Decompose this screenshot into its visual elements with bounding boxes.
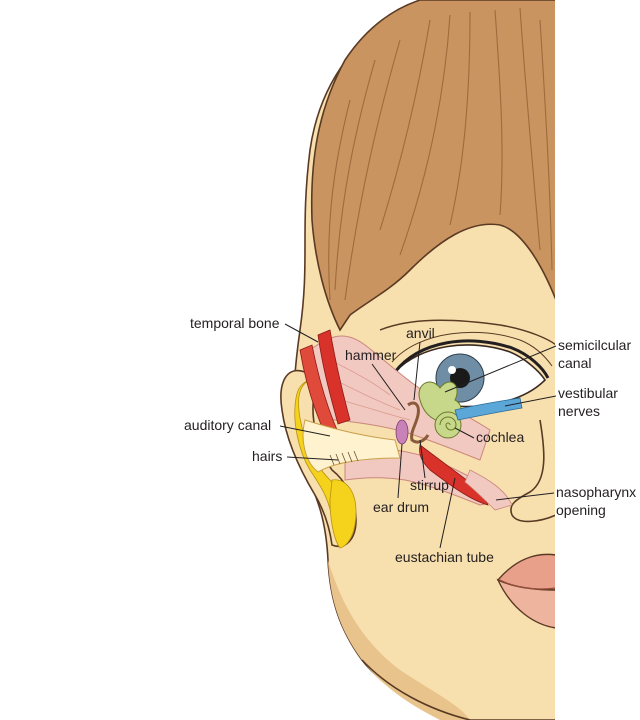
label-anvil: anvil	[406, 325, 435, 401]
nasopharynx-opening-label-2: opening	[556, 502, 606, 518]
cheek-shading	[328, 560, 470, 720]
cochlea-leader	[454, 427, 475, 439]
earlobe-cartilage	[329, 479, 357, 549]
hairs-lines	[329, 450, 359, 466]
vestibular-nerves-label-1: vestibular	[558, 385, 618, 401]
hammer-label: hammer	[345, 347, 397, 363]
brow-line	[379, 319, 557, 346]
jaw-line	[361, 659, 471, 720]
label-hammer: hammer	[345, 347, 406, 411]
ear-drum-shape	[395, 419, 409, 445]
eustachian-tube-leader	[439, 477, 456, 549]
ear-drum-leader	[397, 443, 403, 499]
label-vestibular-nerves: vestibular nerves	[504, 385, 618, 419]
semicircular-canal-label-1: semicilcular	[558, 337, 631, 353]
labels: temporal bone anvil hammer semicilcular …	[184, 315, 636, 565]
hairs-leader	[286, 456, 339, 461]
semicircular-canal-label-2: canal	[558, 355, 591, 371]
face-illustration	[292, 0, 557, 720]
stirrup-label: stirrup	[410, 477, 449, 493]
ossicles	[407, 401, 430, 444]
temporal-bone-leader	[284, 323, 319, 343]
label-ear-drum: ear drum	[373, 443, 429, 515]
anvil-label: anvil	[406, 325, 435, 341]
hairs-label: hairs	[252, 448, 282, 464]
eustachian-tube-shape	[419, 444, 489, 506]
pupil	[450, 368, 470, 388]
label-stirrup: stirrup	[410, 439, 449, 493]
auditory-canal-label: auditory canal	[184, 417, 271, 433]
cochlea-label: cochlea	[476, 429, 524, 445]
temporal-muscle	[317, 329, 351, 425]
eustachian-tube-label: eustachian tube	[395, 549, 494, 565]
label-hairs: hairs	[252, 448, 339, 464]
nasopharynx-region	[464, 469, 513, 511]
hammer-leader	[371, 363, 406, 411]
temporal-bone-label: temporal bone	[190, 315, 280, 331]
vestibular-nerve-shape	[454, 397, 523, 421]
nasopharynx-opening-leader	[495, 492, 555, 501]
label-semicircular-canal: semicilcular canal	[444, 337, 631, 393]
inner-ear	[418, 381, 523, 439]
label-auditory-canal: auditory canal	[184, 417, 331, 437]
cochlea-shape	[434, 411, 462, 439]
nasopharynx-opening-label-1: nasopharynx	[556, 484, 636, 500]
label-eustachian-tube: eustachian tube	[395, 477, 494, 565]
vestibular-nerves-label-2: nerves	[558, 403, 600, 419]
label-nasopharynx-opening: nasopharynx opening	[495, 484, 636, 518]
nose	[510, 419, 557, 523]
ear-drum-label: ear drum	[373, 499, 429, 515]
vestibular-nerves-leader	[504, 395, 557, 407]
hair	[310, 0, 557, 332]
semicircular-canal-leader	[444, 345, 557, 393]
middle-ear	[395, 401, 430, 445]
label-cochlea: cochlea	[454, 427, 524, 445]
hair-strands	[328, 7, 553, 301]
auditory-canal-leader	[279, 425, 331, 437]
stirrup-leader	[419, 439, 426, 479]
anvil-leader	[413, 341, 421, 401]
label-temporal-bone: temporal bone	[190, 315, 319, 343]
